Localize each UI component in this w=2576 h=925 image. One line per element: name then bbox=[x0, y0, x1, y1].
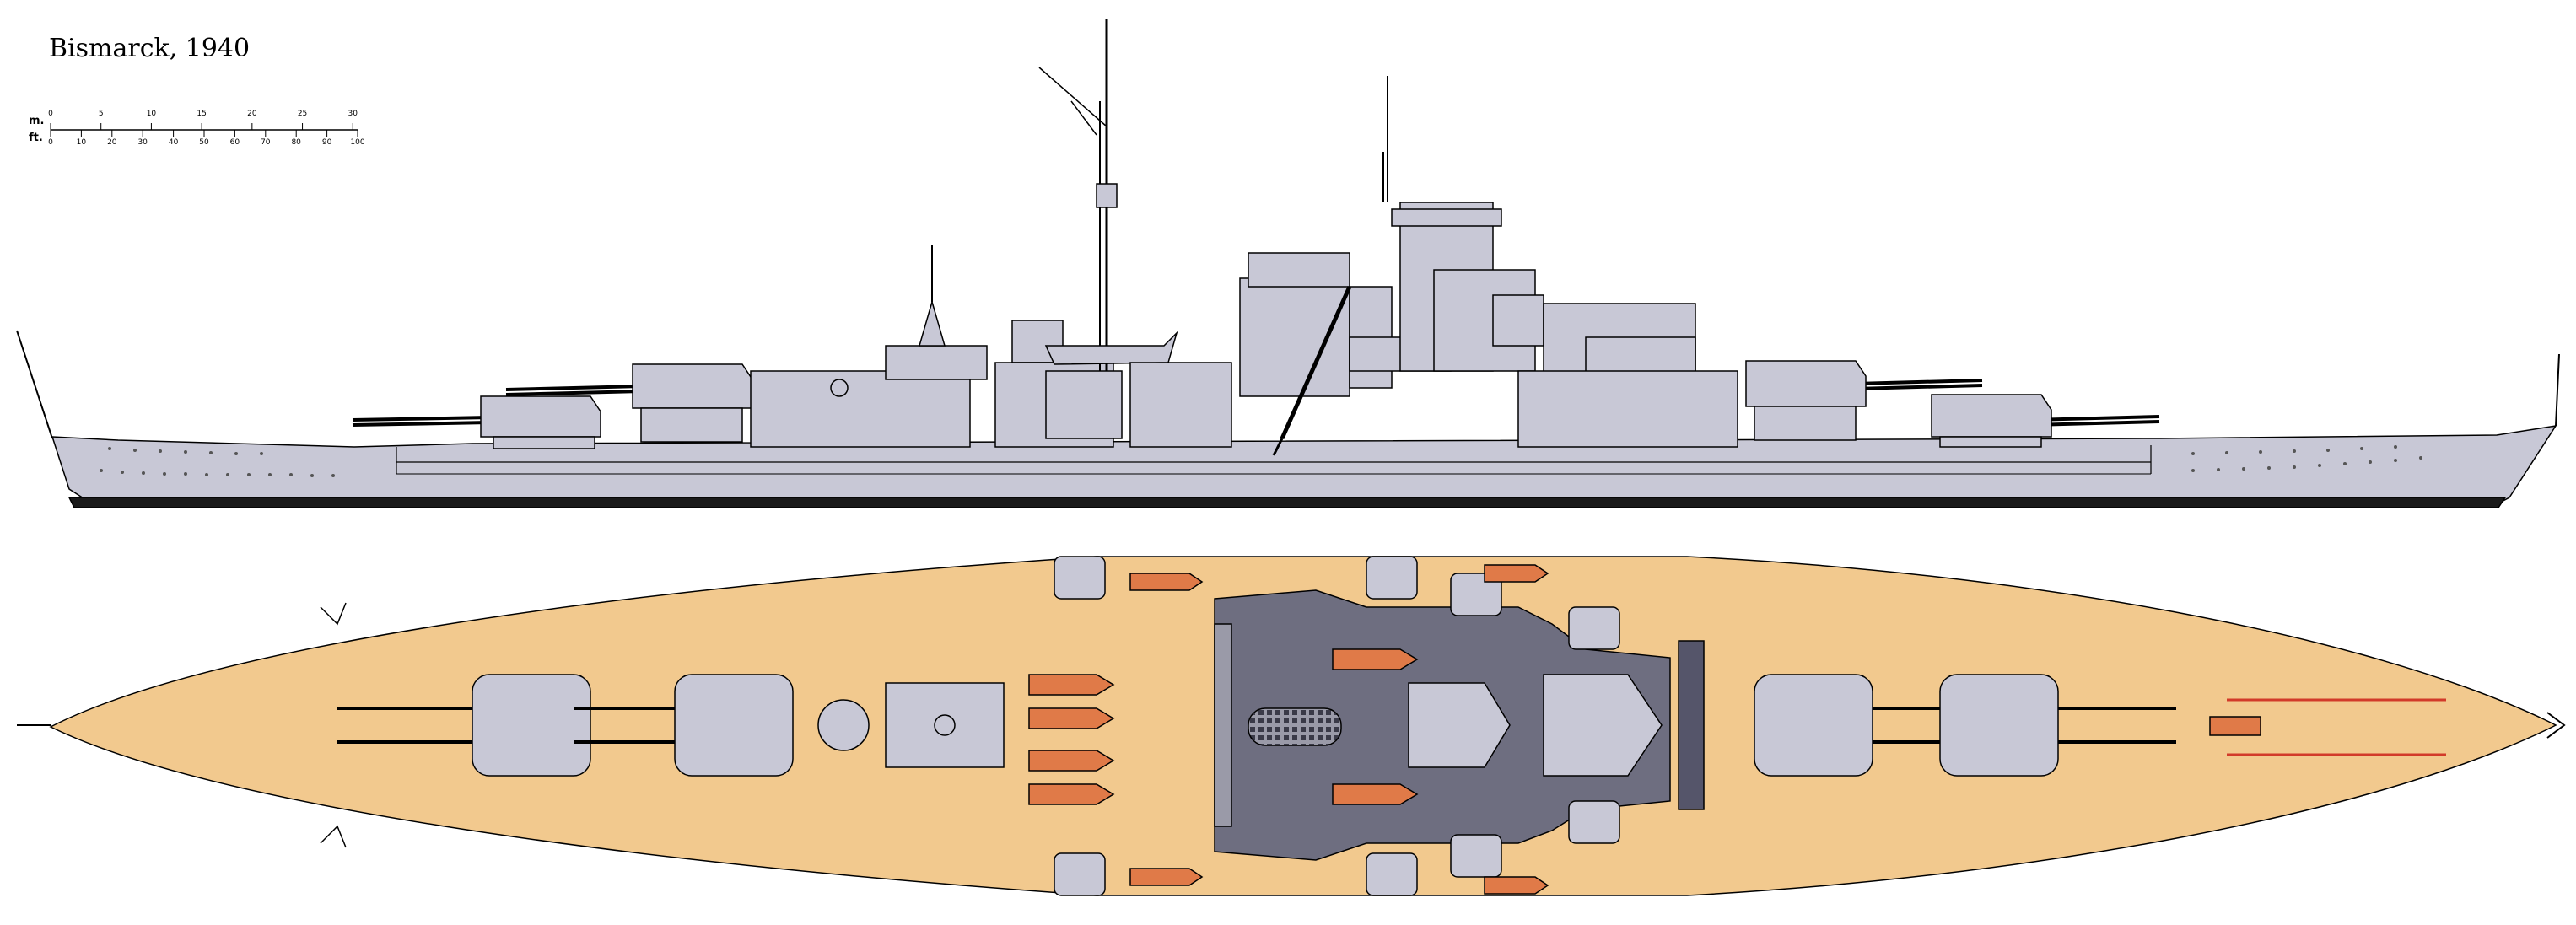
aft-director-top bbox=[817, 699, 870, 751]
imperial-tick-label: 0 bbox=[48, 138, 53, 147]
metric-tick-label: 5 bbox=[98, 110, 104, 118]
metric-tick-label: 30 bbox=[348, 110, 358, 118]
turret-dora-side bbox=[352, 395, 601, 449]
bow-jackstaff bbox=[2555, 353, 2560, 427]
imperial-tick-label: 60 bbox=[229, 138, 240, 147]
turret-anton-side bbox=[1931, 394, 2160, 448]
forward-director-top bbox=[1543, 674, 1663, 777]
imperial-tick-label: 100 bbox=[350, 138, 365, 147]
imperial-tick-label: 90 bbox=[321, 138, 332, 147]
side-profile bbox=[16, 19, 2560, 508]
metric-tick-label: 0 bbox=[48, 110, 53, 118]
imperial-tick-label: 50 bbox=[199, 138, 209, 147]
turret-caesar-side bbox=[505, 363, 753, 443]
side-boat bbox=[1044, 331, 1178, 365]
imperial-tick-label: 70 bbox=[261, 138, 271, 147]
portholes bbox=[100, 445, 2422, 477]
imperial-tick-label: 30 bbox=[137, 138, 148, 147]
metric-tick-label: 20 bbox=[247, 110, 257, 118]
turret-anton-top bbox=[1939, 674, 2176, 777]
anchor-chains bbox=[2227, 698, 2446, 756]
bridge-top bbox=[1408, 682, 1511, 768]
imperial-unit-label: ft. bbox=[29, 132, 43, 144]
secondary-turrets-top bbox=[1054, 556, 1620, 896]
imperial-tick-label: 80 bbox=[291, 138, 301, 147]
drawing-title: Bismarck, 1940 bbox=[49, 34, 251, 63]
imperial-tick-label: 10 bbox=[76, 138, 87, 147]
top-plan bbox=[17, 556, 2566, 896]
waterline-stripe bbox=[67, 497, 2507, 508]
metric-tick-label: 15 bbox=[197, 110, 207, 118]
hull-side bbox=[51, 424, 2557, 505]
forward-tower bbox=[1382, 76, 1738, 448]
turret-bruno-side bbox=[1745, 360, 1983, 441]
turret-dora-top bbox=[337, 674, 591, 777]
stern-flagstaff bbox=[16, 330, 53, 439]
scale-ruler bbox=[50, 123, 358, 137]
metric-unit-label: m. bbox=[29, 115, 45, 127]
main-mast bbox=[1038, 19, 1118, 371]
metric-tick-label: 10 bbox=[146, 110, 157, 118]
boats-aft bbox=[1028, 573, 1204, 886]
imperial-tick-label: 20 bbox=[107, 138, 117, 147]
imperial-tick-label: 40 bbox=[168, 138, 179, 147]
funnel-grate bbox=[1248, 707, 1342, 746]
metric-tick-label: 25 bbox=[297, 110, 308, 118]
boats-mid bbox=[1332, 564, 1549, 895]
turret-caesar-top bbox=[574, 674, 794, 777]
